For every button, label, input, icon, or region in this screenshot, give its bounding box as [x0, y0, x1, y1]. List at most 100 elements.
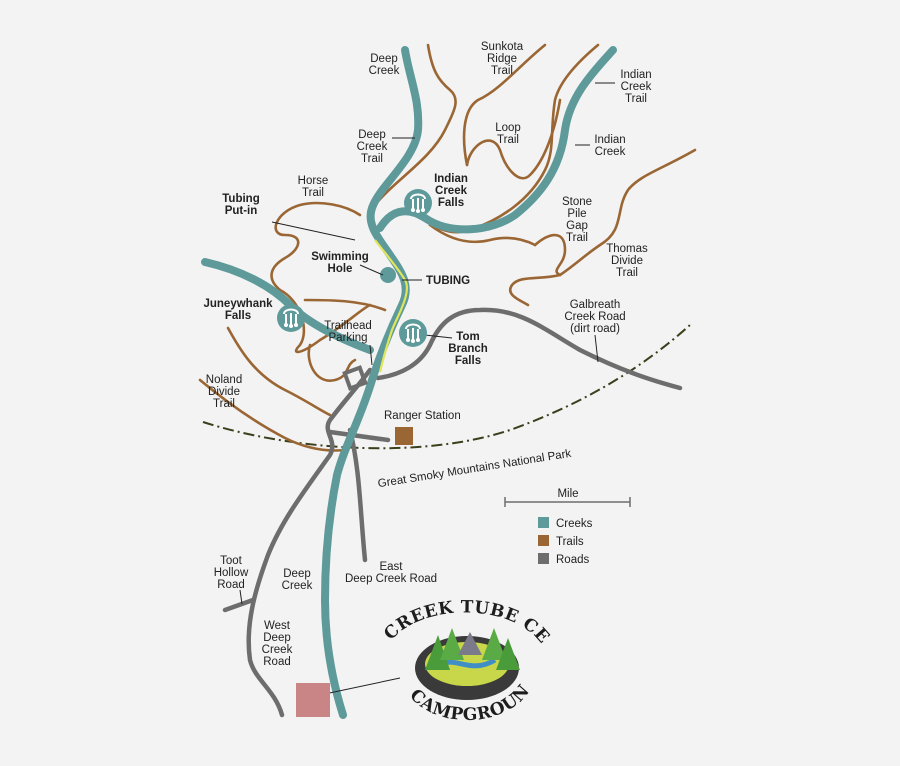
legend-swatch-creeks — [538, 517, 549, 528]
ranger-station-icon — [395, 427, 413, 445]
trail-sunkota-ridge — [462, 43, 547, 167]
map-label-line: Trail — [491, 65, 513, 77]
map-label-line: Creek — [357, 141, 388, 153]
trail-noland-connector — [307, 343, 357, 382]
map-label-line: Road — [263, 656, 291, 668]
map-label-line: Parking — [329, 332, 368, 344]
creek-deep-creek — [321, 46, 423, 719]
map-label-line: Falls — [455, 355, 481, 367]
park-boundary-label: Great Smoky Mountains National Park — [377, 448, 572, 490]
map-label-line: Galbreath — [570, 299, 621, 311]
map-label-line: Indian — [434, 173, 468, 185]
map-label-line: Indian — [620, 69, 651, 81]
swimming-hole-marker — [380, 267, 396, 283]
map-label-line: Swimming — [311, 251, 369, 263]
trail-horse — [270, 201, 362, 292]
trail-indian-creek-lower — [428, 223, 537, 247]
map-label-line: Creek — [262, 644, 293, 656]
leader-trailhead — [369, 344, 373, 366]
road-toot-hollow — [222, 597, 256, 613]
waterfall-icon — [399, 319, 427, 347]
map-label-line: Trail — [213, 398, 235, 410]
trail-thomas-divide — [509, 148, 697, 307]
park-boundary-line — [202, 324, 691, 450]
map-label-line: Deep — [263, 632, 291, 644]
map-label-line: Divide — [208, 386, 240, 398]
map-label-line: Trail — [566, 232, 588, 244]
map-label-line: Road — [217, 579, 245, 591]
logo-line-1: DEEP CREEK TUBE CENTER — [0, 0, 553, 649]
map-label-line: Juneywhank — [203, 298, 273, 310]
map-label-line: Creek — [369, 65, 400, 77]
road-west-deep-creek — [246, 367, 373, 718]
map-label-line: Ridge — [487, 53, 517, 65]
map-label-line: Creek — [595, 146, 626, 158]
map-label-line: Trailhead — [324, 320, 372, 332]
map-label-line: Creek Road — [564, 311, 625, 323]
trail-deep-creek-upper — [373, 43, 457, 207]
trail-stone-pile-gap — [533, 233, 567, 277]
map-label-line: Trail — [497, 134, 519, 146]
map-label-line: Creek — [282, 580, 313, 592]
map-label-line: Thomas — [606, 243, 648, 255]
map-label-line: Branch — [448, 343, 488, 355]
map-label-line: Falls — [225, 310, 251, 322]
legend-label: Creeks — [556, 518, 593, 530]
leader-swimming-hole — [359, 264, 384, 276]
map-label-line: Deep — [283, 568, 311, 580]
leader-campground — [319, 677, 401, 696]
scale-label: Mile — [557, 488, 578, 500]
map-label-line: Sunkota — [481, 41, 524, 53]
legend-swatch-trails — [538, 535, 549, 546]
campground-marker-icon — [296, 683, 330, 717]
map-label-line: Trail — [616, 267, 638, 279]
tube-center-logo-icon — [415, 628, 520, 700]
map-label-line: Deep — [370, 53, 398, 65]
map-label-line: Toot — [220, 555, 243, 567]
trail-juneywhank-upper — [303, 298, 387, 312]
map-label-line: Stone — [562, 196, 592, 208]
map-label-line: Falls — [438, 197, 464, 209]
map-label-line: Noland — [206, 374, 242, 386]
road-galbreath-creek — [375, 307, 683, 391]
map-label-line: Tubing — [222, 193, 259, 205]
map-label-line: Indian — [594, 134, 625, 146]
leader-tubing-put-in — [271, 221, 356, 241]
road-ranger-spur — [327, 429, 391, 443]
parking-icon — [342, 365, 368, 391]
map-label-line: East — [379, 561, 403, 573]
map-label-line: Trail — [361, 153, 383, 165]
map-label-line: (dirt road) — [570, 323, 620, 335]
map-label-line: Divide — [611, 255, 643, 267]
ranger-station-label: Ranger Station — [384, 410, 461, 422]
leader-toot-hollow — [239, 589, 243, 605]
tubing-label: TUBING — [426, 275, 470, 287]
map-label-line: West — [264, 620, 291, 632]
road-east-deep-creek — [347, 427, 368, 563]
roads-layer — [222, 307, 683, 718]
map-label-line: Pile — [567, 208, 586, 220]
map-label-line: Deep Creek Road — [345, 573, 437, 585]
map-label-line: Hollow — [214, 567, 249, 579]
leader-lines — [239, 82, 615, 696]
map-label-line: Tom — [456, 331, 479, 343]
trail-noland-divide — [226, 326, 332, 417]
